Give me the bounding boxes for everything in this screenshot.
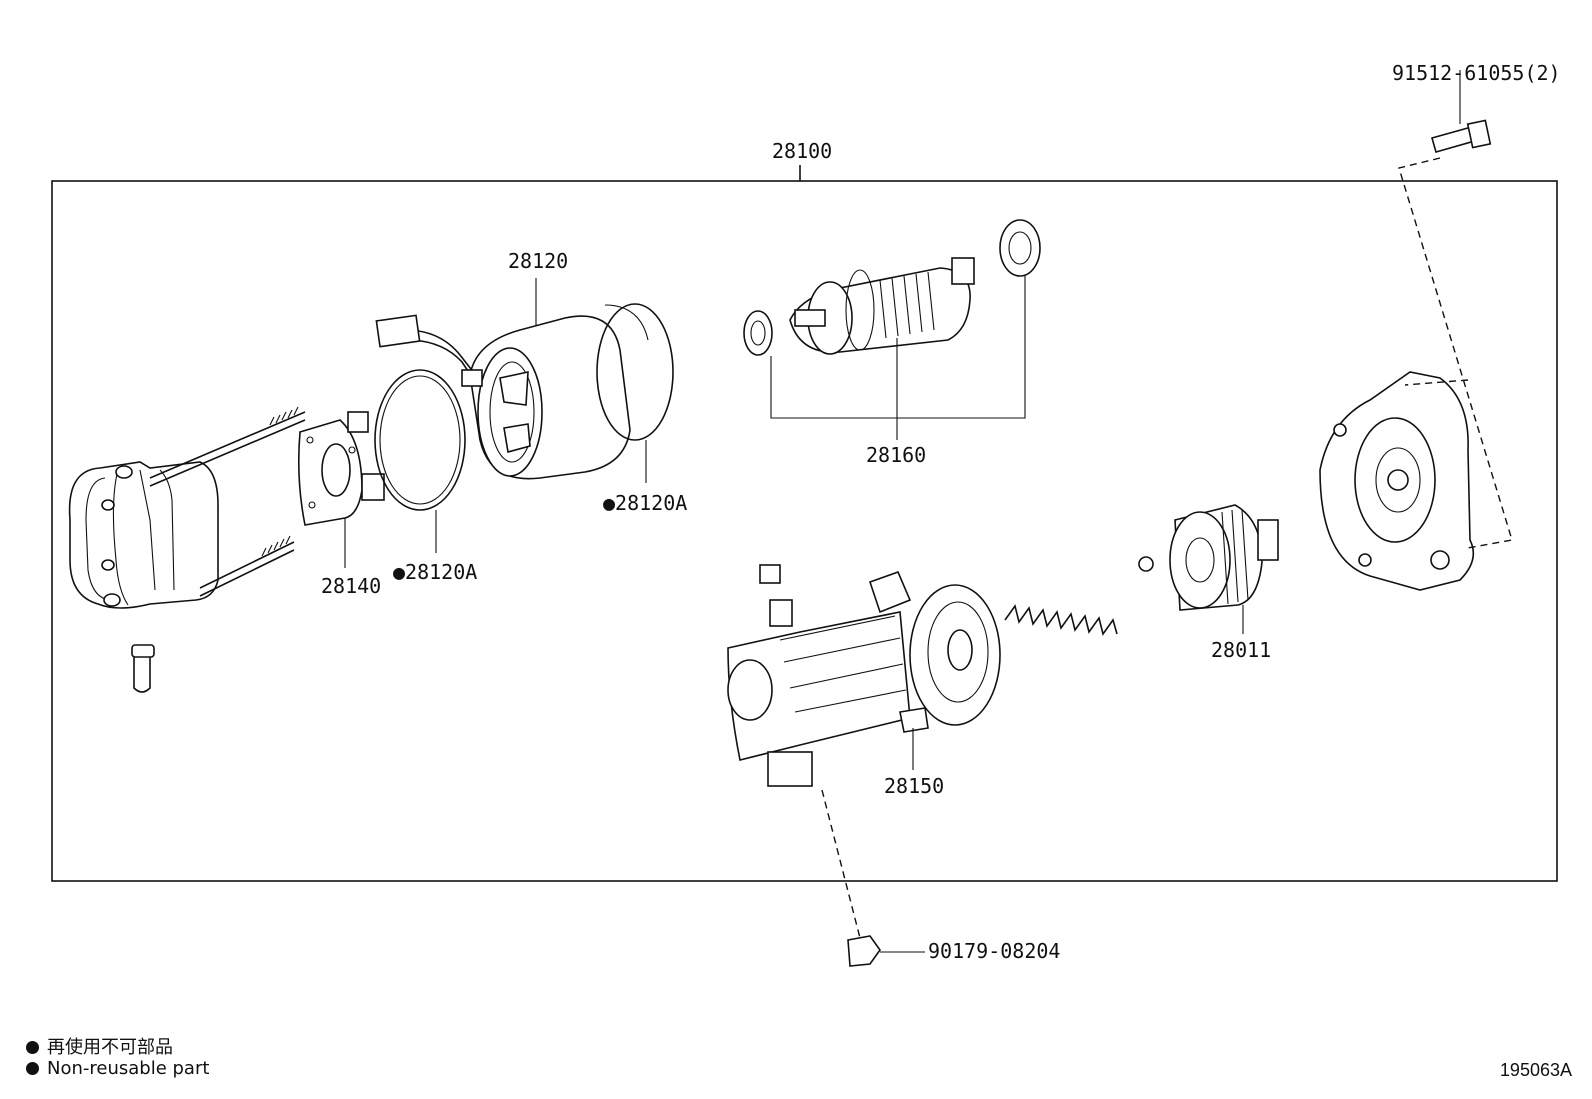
brush-holder-drawing — [297, 411, 385, 526]
legend-item-en: Non-reusable part — [26, 1058, 209, 1079]
starter-clutch-drawing — [1169, 504, 1279, 611]
label-28100: 28100 — [772, 139, 832, 163]
assembly-frame — [51, 180, 1558, 882]
label-28011: 28011 — [1211, 638, 1271, 662]
magnetic-switch-drawing — [727, 564, 1001, 787]
label-28120A-right: ●28120A — [603, 491, 687, 515]
end-cover-drawing — [68, 406, 306, 609]
yoke-drawing — [375, 303, 674, 480]
label-28120: 28120 — [508, 249, 568, 273]
o-ring-left — [374, 369, 466, 511]
legend-item-jp: 再使用不可部品 — [26, 1033, 173, 1059]
figure-id: 195063A — [1499, 1060, 1572, 1080]
filled-circle-icon — [26, 1062, 39, 1075]
filled-circle-icon — [26, 1041, 39, 1054]
label-28120A-left: ●28120A — [393, 560, 477, 584]
bearing-drawing — [743, 219, 1041, 356]
bolt-drawing — [1431, 119, 1492, 153]
label-bolt: 91512-61055(2) — [1392, 61, 1561, 85]
ball-drawing — [1138, 556, 1154, 572]
label-28160: 28160 — [866, 443, 926, 467]
label-nut: 90179-08204 — [928, 939, 1060, 963]
drive-housing-drawing — [1319, 371, 1475, 591]
label-28150: 28150 — [884, 774, 944, 798]
label-28140: 28140 — [321, 574, 381, 598]
nut-drawing — [847, 935, 881, 967]
spring-drawing — [1004, 604, 1118, 636]
armature-drawing — [789, 257, 975, 355]
pin-drawing — [131, 644, 155, 693]
